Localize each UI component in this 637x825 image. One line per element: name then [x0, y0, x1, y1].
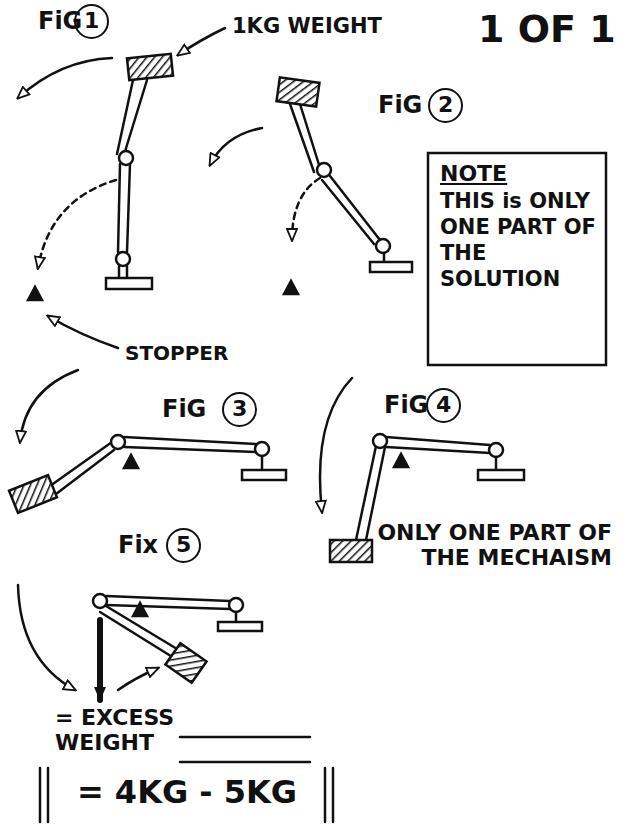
callout-number: 2 [428, 88, 463, 123]
stopper [394, 454, 408, 467]
stopper [284, 281, 298, 294]
sketch-label: STOPPER [125, 342, 228, 365]
sketch-label: FiG [378, 92, 422, 120]
sketch-label: 1 OF 1 [478, 8, 616, 52]
callout-number: 4 [426, 388, 461, 423]
fig3-linkage [9, 370, 286, 513]
note-heading: NOTE [440, 160, 596, 188]
stopper [28, 287, 42, 300]
sketch-label: FiG [162, 396, 206, 424]
note-frame [428, 153, 606, 365]
sketch-label: FiG [384, 392, 428, 420]
note-text: = 4KG - 5KG [58, 772, 316, 812]
underline [180, 737, 310, 762]
callout-number: 1 [74, 4, 109, 39]
fig1-linkage [18, 28, 225, 348]
fig5-linkage [18, 585, 262, 700]
sketch-label: ONLY ONE PART OF THE MECHAISM [362, 520, 612, 571]
sketch-label: = EXCESS WEIGHT [55, 705, 255, 756]
note-box: NOTETHIS is ONLY ONE PART OF THE SOLUTIO… [434, 158, 602, 295]
sketch-label: 1KG WEIGHT [232, 14, 382, 38]
note-text: THIS is ONLY ONE PART OF THE SOLUTION [440, 188, 596, 293]
stopper [133, 603, 147, 616]
stopper [124, 455, 138, 468]
result-bars [40, 768, 333, 822]
callout-number: 5 [166, 528, 201, 563]
sketch-label: Fix [118, 532, 158, 560]
callout-number: 3 [222, 392, 257, 427]
result-box: = 4KG - 5KG [52, 770, 322, 814]
